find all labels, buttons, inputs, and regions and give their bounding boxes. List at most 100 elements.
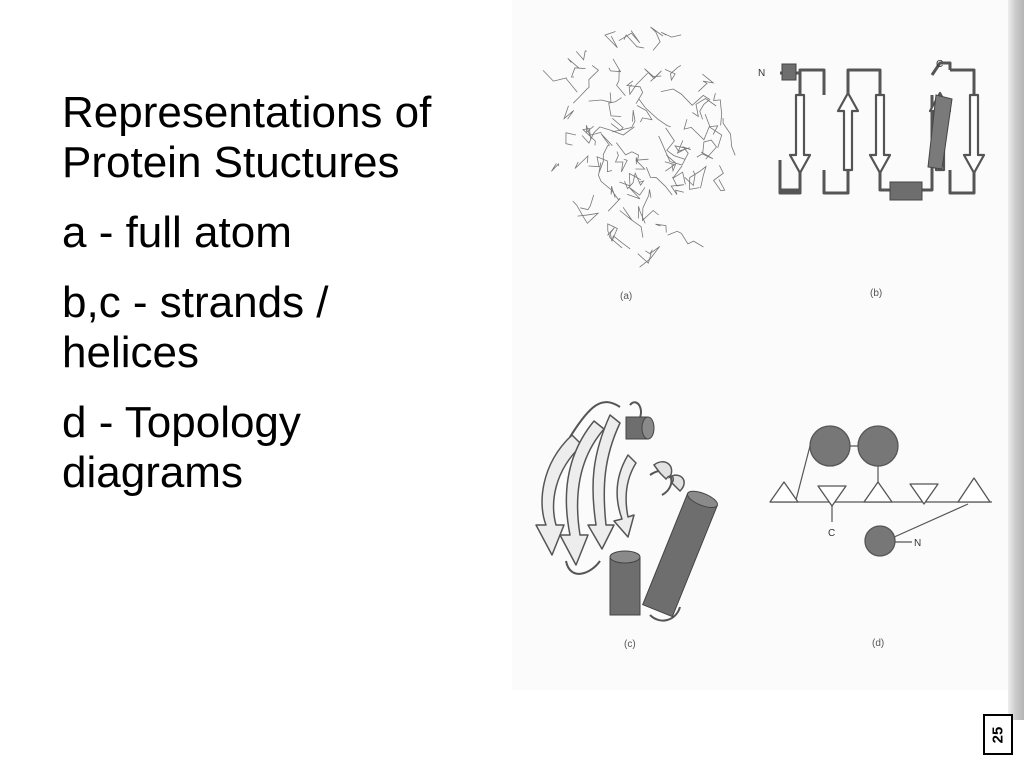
atom-bond-chain xyxy=(674,140,691,154)
atom-bond-chain xyxy=(699,98,711,120)
atom-bond-chain xyxy=(623,34,645,49)
atom-bond-chain xyxy=(665,127,686,160)
atom-bond-chain xyxy=(639,246,661,268)
atom-bond-chain xyxy=(722,118,736,156)
atom-bond-chain xyxy=(588,156,613,173)
atom-bond-chain xyxy=(614,151,628,173)
atom-bond-chain xyxy=(638,98,671,128)
beta-sheet-ribbon xyxy=(559,420,605,566)
atom-bond-chain xyxy=(608,97,622,117)
page-number: 25 xyxy=(983,714,1013,755)
atom-bond-chain xyxy=(572,200,600,224)
item-topology-diagrams: d - Topology diagrams xyxy=(62,398,301,497)
cylinder-helix-short xyxy=(609,550,641,616)
atom-bond-chain xyxy=(644,68,662,82)
panel-c-ribbon-cartoon: (c) xyxy=(535,401,718,650)
atom-bond-chain xyxy=(667,230,704,248)
slide-text: Representations of Protein Stuctures a -… xyxy=(62,88,502,518)
atom-bond-chain xyxy=(646,166,673,196)
caption-c: (c) xyxy=(624,639,636,650)
atom-bond-chain xyxy=(582,128,596,146)
atom-bond-chain xyxy=(607,186,621,212)
atom-bond-chain xyxy=(563,105,575,120)
atom-bond-chain xyxy=(588,92,612,103)
strand-arrow-up xyxy=(836,91,860,172)
atom-bond-chain xyxy=(607,223,623,249)
atom-bond-chain xyxy=(636,105,653,123)
atom-bond-chain xyxy=(698,73,715,92)
atom-bond-chain xyxy=(713,93,723,126)
atom-bond-chain xyxy=(628,72,648,96)
beta-sheet-ribbon xyxy=(613,454,637,538)
atom-bond-chain xyxy=(669,146,691,166)
helix-circle xyxy=(809,425,851,467)
page-number-text: 25 xyxy=(989,726,1007,743)
atom-bond-chain xyxy=(551,163,559,172)
atom-bond-chain xyxy=(586,125,602,136)
atom-bond-chain xyxy=(626,186,646,200)
atom-bond-chain xyxy=(598,162,612,191)
panel-b-strand-schematic: N C (b) xyxy=(758,59,986,299)
caption-b: (b) xyxy=(870,288,882,299)
n-terminal-helix xyxy=(781,63,797,81)
atom-bond-chain xyxy=(580,194,595,211)
strand-triangle-up xyxy=(863,481,893,503)
atom-bond-chain xyxy=(684,170,696,187)
atom-bond-chain xyxy=(542,70,578,93)
strand-triangle-down xyxy=(817,485,847,507)
c-terminal-helix xyxy=(927,94,953,170)
atom-bond-chain xyxy=(616,69,626,96)
atom-bond-chain xyxy=(683,119,723,149)
atom-bond-chain xyxy=(608,58,622,73)
helix-circle xyxy=(864,525,896,557)
caption-d: (d) xyxy=(872,638,884,649)
atom-bond-chain xyxy=(575,50,587,61)
connection-line xyxy=(891,503,969,539)
panel-a-full-atom: (a) xyxy=(542,26,736,302)
atom-bond-chain xyxy=(638,206,646,224)
atom-bond-chain xyxy=(607,227,631,250)
figure-scan-background xyxy=(512,0,1010,690)
atom-bond-chain xyxy=(618,30,641,44)
scan-edge-shadow xyxy=(1008,0,1024,720)
atom-bond-chain xyxy=(615,142,639,165)
atom-bond-chain xyxy=(619,172,642,187)
atom-bond-chain xyxy=(660,31,682,38)
middle-helix xyxy=(889,181,923,201)
strand-triangle-up xyxy=(957,477,991,503)
cylinder-helix-top xyxy=(625,416,655,440)
beta-sheet-ribbon xyxy=(587,414,621,550)
atom-bond-chain xyxy=(572,65,600,104)
short-helix-ribbon xyxy=(652,461,685,493)
atom-bond-chain xyxy=(581,126,635,144)
backbone-loop xyxy=(778,61,976,195)
atom-bond-chain xyxy=(619,207,644,238)
atom-bond-chain xyxy=(689,165,707,190)
atom-bond-chain xyxy=(637,250,652,264)
atom-bond-chain xyxy=(641,189,659,222)
strand-arrow-down xyxy=(962,93,986,175)
strand-triangle-up xyxy=(769,481,799,503)
beta-sheet-ribbon xyxy=(535,434,583,556)
slide-title: Representations of Protein Stuctures xyxy=(62,88,432,187)
atom-bond-chain xyxy=(704,113,719,135)
atom-bond-chain xyxy=(664,154,677,173)
atom-bond-chain xyxy=(604,31,618,48)
panel-d-topology-diagram: C N (d) xyxy=(769,425,992,649)
atom-bond-chain xyxy=(612,110,636,133)
atom-bond-chain xyxy=(696,151,714,160)
atom-bond-chain xyxy=(660,88,710,106)
atom-bond-chain xyxy=(655,223,667,233)
label-n: N xyxy=(914,538,921,549)
connection-line xyxy=(795,445,811,501)
atom-bond-chain xyxy=(565,132,576,146)
atom-wireframe xyxy=(542,26,736,268)
label-c: C xyxy=(936,59,943,70)
atom-bond-chain xyxy=(670,176,684,195)
atom-bond-chain xyxy=(702,139,718,160)
atom-bond-chain xyxy=(650,26,664,51)
item-full-atom: a - full atom xyxy=(62,208,292,257)
atom-bond-chain xyxy=(692,98,717,118)
helix-circle xyxy=(857,425,899,467)
atom-bond-chain xyxy=(574,154,589,169)
